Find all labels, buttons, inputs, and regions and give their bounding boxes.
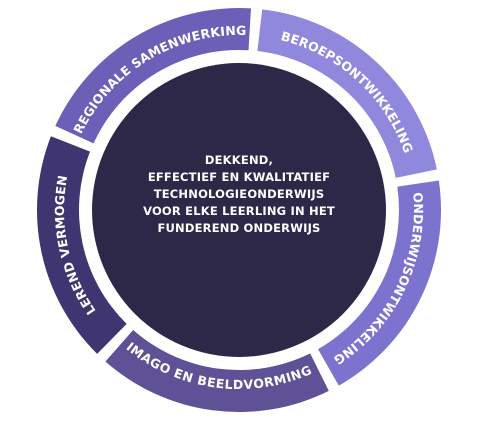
center-line-1: DEKKEND, — [205, 153, 273, 167]
ring-segment-3 — [105, 330, 329, 412]
center-line-4: VOOR ELKE LEERLING IN HET — [143, 204, 335, 218]
ring-segment-1 — [257, 9, 437, 178]
ring-segment-4 — [36, 136, 127, 354]
center-line-3: TECHNOLOGIEONDERWIJS — [154, 187, 325, 201]
center-statement: DEKKEND, EFFECTIEF EN KWALITATIEF TECHNOLO… — [143, 153, 335, 235]
center-disc — [92, 63, 386, 357]
ring-segment-5 — [55, 7, 251, 144]
ring-segment-2 — [318, 180, 441, 386]
center-line-5: FUNDEREND ONDERWIJS — [157, 221, 320, 235]
center-line-2: EFFECTIEF EN KWALITATIEF — [148, 170, 330, 184]
